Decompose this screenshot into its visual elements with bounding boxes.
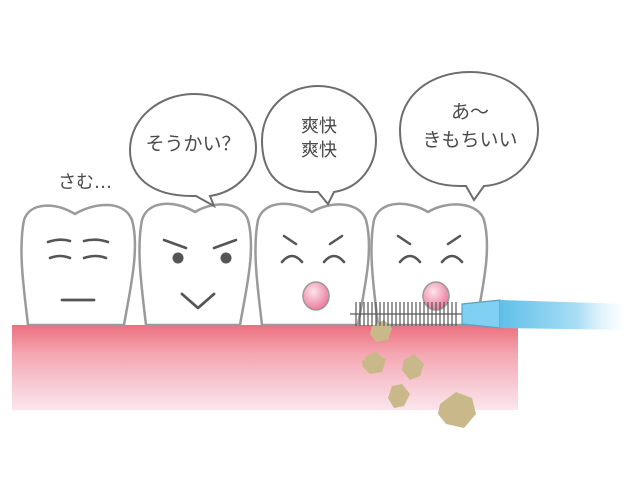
speech-tooth-3-line1: 爽快 [301,116,337,137]
speech-bubble-icon [128,92,258,209]
speech-tooth-4-line2: きもちいい [422,129,517,151]
tooth-2 [138,202,253,327]
mouth [302,281,330,311]
tooth-4 [370,202,489,327]
tooth-icon [138,202,253,327]
tooth-icon [370,202,489,327]
gum [12,325,518,410]
speech-bubble-icon [260,84,378,206]
speech-bubble-icon [398,70,540,202]
tooth-3 [254,202,371,327]
interdental-brush-icon [350,299,630,330]
tooth-icon [20,203,137,327]
tooth-1 [20,203,137,327]
speech-tooth-4-line1: あ～ [451,101,489,123]
tooth-icon [254,202,371,327]
speech-tooth-2: そうかい？ [145,133,240,155]
speech-tooth-3-line2: 爽快 [301,140,337,161]
speech-tooth-1: さむ… [58,172,112,193]
